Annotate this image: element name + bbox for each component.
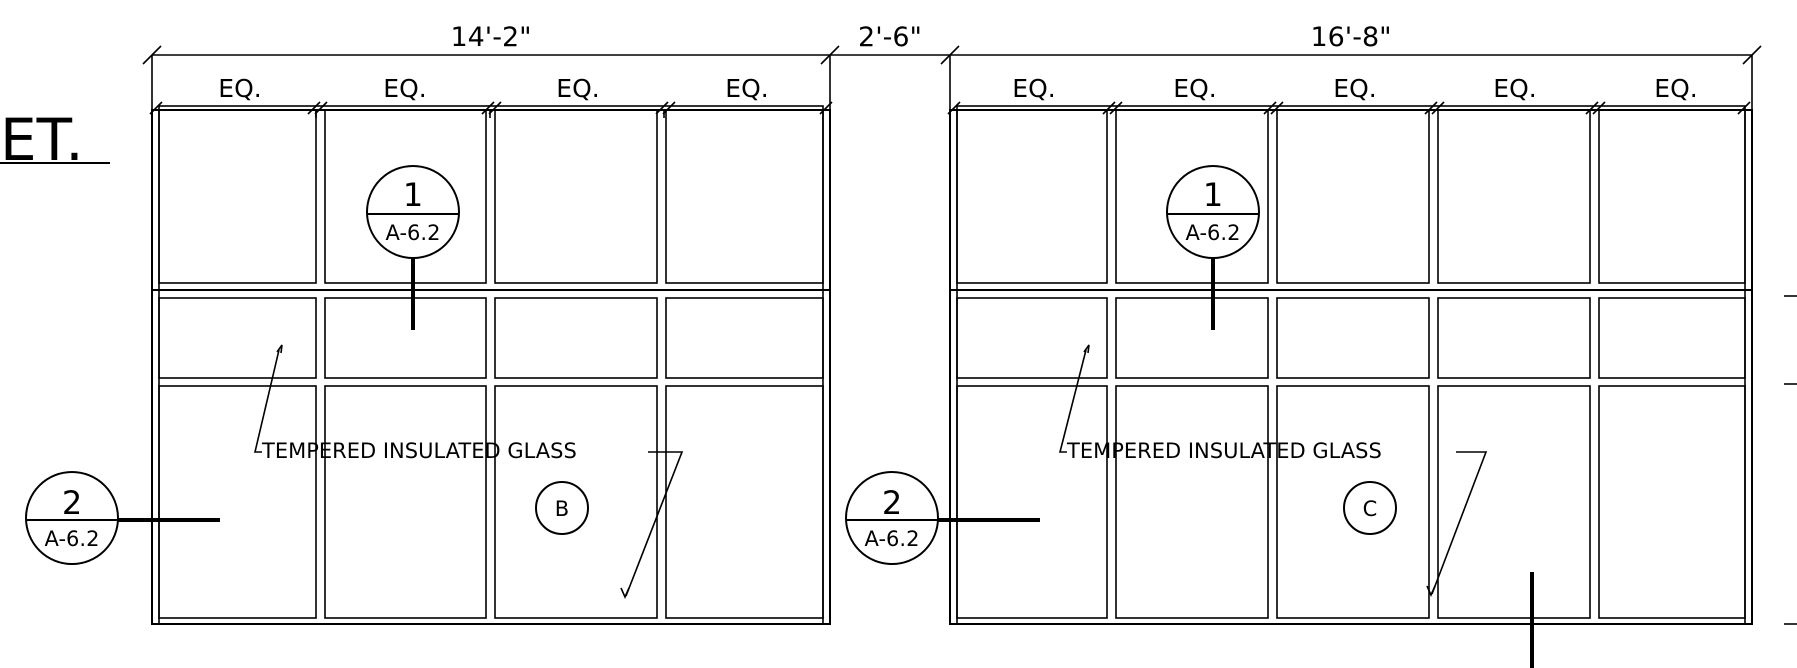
eq-label: EQ. <box>1012 74 1055 103</box>
overall-dimension-b-text: 14'-2" <box>450 22 531 53</box>
eq-label: EQ. <box>1173 74 1216 103</box>
overall-dimension-b: 14'-2" <box>142 22 840 110</box>
section-callout-sheet: A-6.2 <box>45 527 100 551</box>
detail-callout-sheet: A-6.2 <box>1186 221 1241 245</box>
glass-note-b: TEMPERED INSULATED GLASS <box>253 344 684 599</box>
detail-callout-b: 1 A-6.2 <box>366 165 460 330</box>
window-frame-c <box>949 105 1753 625</box>
elevation-b: 14'-2" EQ. EQ. EQ. EQ. <box>25 22 840 625</box>
glass-panes-b <box>158 109 824 619</box>
elevation-c: 16'-8" EQ. EQ. EQ. EQ. EQ. <box>845 22 1762 668</box>
eq-label: EQ. <box>1493 74 1536 103</box>
eq-label: EQ. <box>725 74 768 103</box>
glass-panes-c <box>956 109 1746 619</box>
eq-label: EQ. <box>1654 74 1697 103</box>
eq-label: EQ. <box>556 74 599 103</box>
glass-note-text: TEMPERED INSULATED GLASS <box>1066 439 1382 463</box>
detail-callout-number: 1 <box>1203 176 1223 214</box>
overall-dimension-c: 16'-8" <box>949 22 1762 110</box>
glass-note-c: TEMPERED INSULATED GLASS <box>1058 344 1488 597</box>
glass-note-text: TEMPERED INSULATED GLASS <box>261 439 577 463</box>
section-callout-sheet: A-6.2 <box>865 527 920 551</box>
detail-callout-c: 1 A-6.2 <box>1166 165 1260 330</box>
section-callout-c: 2 A-6.2 <box>845 471 1040 565</box>
section-callout-number: 2 <box>882 484 902 522</box>
window-frame-b <box>151 105 831 625</box>
gap-dimension: 2'-6" <box>830 22 960 65</box>
eq-label: EQ. <box>218 74 261 103</box>
gap-dimension-text: 2'-6" <box>858 22 922 53</box>
sheet-title-fragment: ET. <box>0 106 110 174</box>
eq-label: EQ. <box>383 74 426 103</box>
overall-dimension-c-text: 16'-8" <box>1310 22 1391 53</box>
section-callout-b: 2 A-6.2 <box>25 471 220 565</box>
window-tag-c: C <box>1343 481 1397 535</box>
detail-callout-number: 1 <box>403 176 423 214</box>
eq-dimension-string-b: EQ. EQ. EQ. EQ. <box>149 74 833 118</box>
detail-callout-sheet: A-6.2 <box>386 221 441 245</box>
section-callout-number: 2 <box>62 484 82 522</box>
window-tag-b-text: B <box>555 497 569 521</box>
window-tag-c-text: C <box>1363 497 1378 521</box>
right-edge-ticks <box>1784 295 1797 625</box>
window-tag-b: B <box>535 481 589 535</box>
eq-dimension-string-c: EQ. EQ. EQ. EQ. EQ. <box>947 74 1752 115</box>
eq-label: EQ. <box>1333 74 1376 103</box>
